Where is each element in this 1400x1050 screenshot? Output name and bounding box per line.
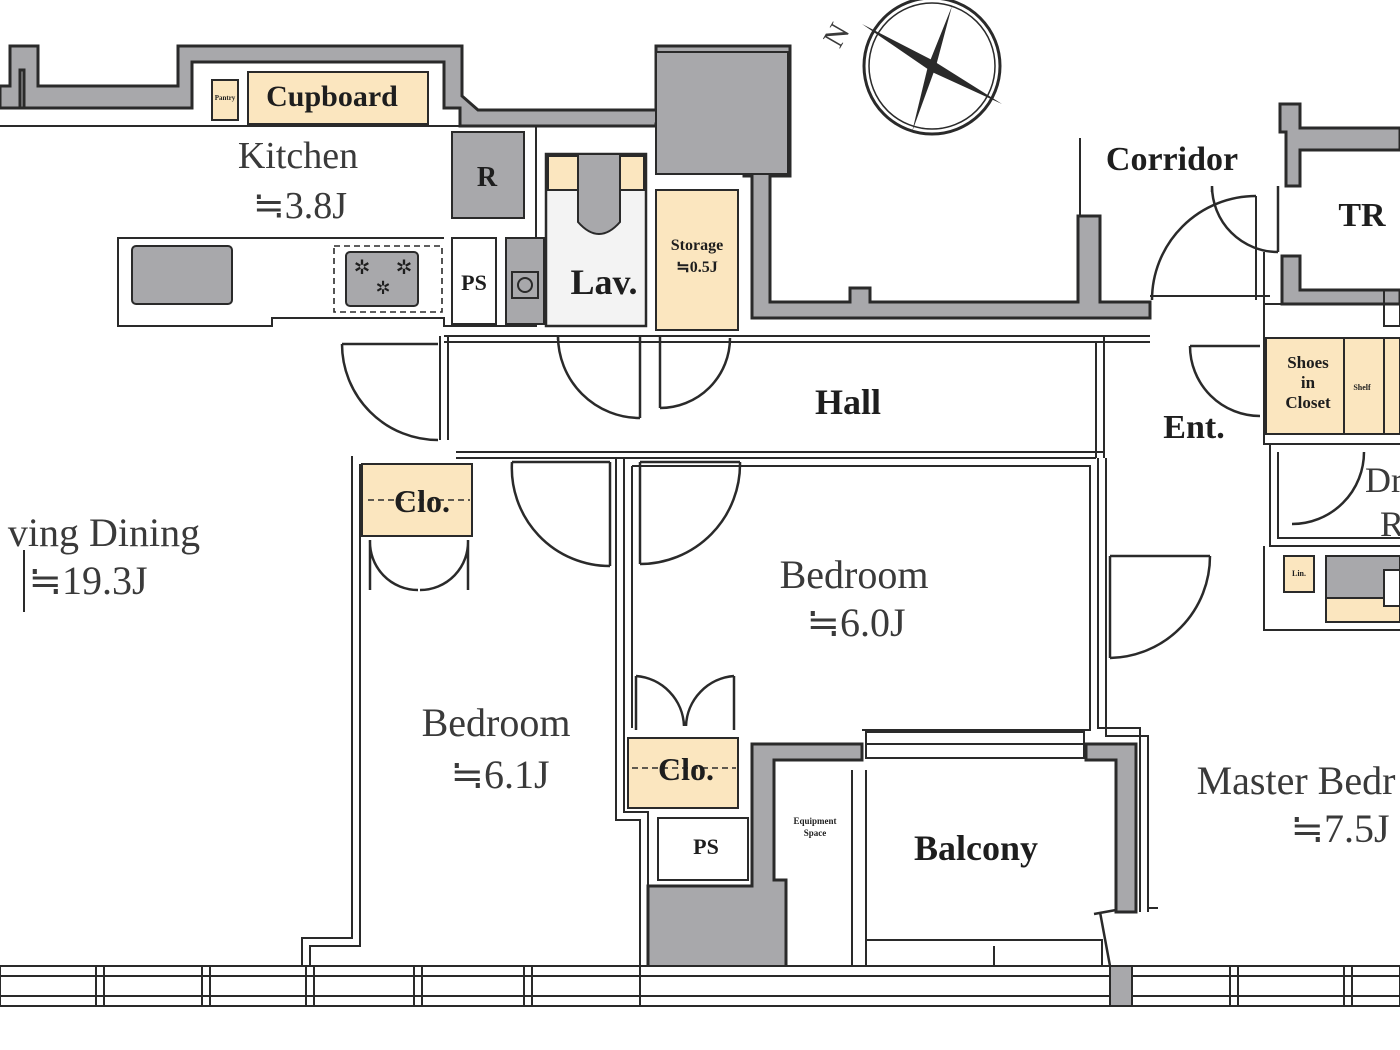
pipe-space-bottom-label: PS [693, 834, 719, 859]
pantry-box [211, 79, 239, 121]
door-icon [1150, 194, 1257, 301]
bedroom-left-name: Bedroom [422, 700, 571, 745]
refrigerator-label: R [477, 162, 498, 193]
hall-label: Hall [815, 382, 881, 422]
compass-north-label: N [817, 18, 856, 53]
equipment-space-label: Space [804, 828, 827, 838]
door-icon [658, 336, 732, 410]
washbasin-icon [577, 153, 621, 235]
hall-doors [340, 335, 742, 568]
kitchen-name: Kitchen [238, 135, 358, 177]
balcony-area: PS Equipment Space Balcony [646, 731, 1138, 1006]
pipe-space-kitchen [451, 237, 497, 325]
closet-center-label: Clo. [658, 751, 714, 787]
door-icon [340, 342, 439, 442]
shoes-closet-label: Shoes [1287, 353, 1329, 372]
dressing-room-label: R [1380, 504, 1400, 544]
lavatory-label: Lav. [570, 262, 637, 302]
shelf-label: Shelf [1353, 383, 1371, 392]
equipment-space-label: Equipment [793, 816, 836, 826]
burner-icon: ✲ [396, 255, 413, 279]
center-bedroom: Clo. Bedroom ≒6.0J [627, 458, 1149, 912]
door-icon [1291, 451, 1366, 526]
pantry-label: Pantry [215, 94, 236, 102]
window-mullions [95, 966, 1353, 1006]
shoes-closet-label: Closet [1285, 393, 1331, 412]
shoes-closet [1265, 337, 1400, 435]
bedroom-left-area: ≒6.1J [450, 752, 549, 797]
door-icon [1108, 554, 1212, 660]
shoes-closet-label: in [1301, 373, 1316, 392]
door-icon [1210, 185, 1280, 254]
entrance-label: Ent. [1163, 409, 1224, 446]
closet-left-label: Clo. [394, 483, 450, 519]
master-bedroom-name: Master Bedr [1197, 758, 1396, 803]
living-dining-area: ≒19.3J [28, 558, 147, 603]
hall-walls: Hall [439, 335, 1150, 459]
living-dining-name: ving Dining [8, 510, 200, 555]
storage-area: ≒0.5J [676, 259, 717, 276]
corridor-label: Corridor [1106, 141, 1238, 178]
double-door-icon [634, 674, 736, 730]
top-exterior-wall [0, 44, 1152, 320]
balcony-label: Balcony [914, 828, 1038, 868]
dressing-room-label: Dre [1365, 460, 1400, 500]
door-icon [1188, 344, 1261, 418]
compass: N [817, 0, 1002, 136]
sink [131, 245, 233, 305]
toilet-room-label: TR [1338, 197, 1386, 234]
storage-box [655, 189, 739, 331]
kitchen-area-text: ≒3.8J [253, 185, 347, 227]
lavatory-area: Lav. Storage ≒0.5J [505, 152, 739, 331]
closet-center [627, 737, 739, 809]
linen-label: Lin. [1292, 569, 1306, 578]
bedroom-center-name: Bedroom [780, 552, 929, 597]
compass-ring [862, 0, 1002, 136]
right-side: Corridor TR Shoes in Closet Shelf Ent. D… [1093, 141, 1400, 967]
double-door-icon [368, 539, 470, 592]
burner-icon: ✲ [375, 278, 390, 299]
door-icon [556, 335, 642, 420]
bottom-exterior-wall [0, 965, 1400, 1007]
stove [345, 251, 419, 307]
door-icon [1093, 908, 1117, 967]
storage-label: Storage [671, 237, 723, 254]
door-icon [638, 460, 742, 566]
pipe-space-bottom [657, 817, 749, 881]
left-bedroom: Clo. Bedroom ≒6.1J [301, 456, 649, 968]
cupboard-box [247, 71, 429, 125]
living-dining: ving Dining ≒19.3J [8, 510, 200, 612]
burner-icon: ✲ [354, 255, 371, 279]
cupboard-label: Cupboard [266, 80, 398, 113]
master-bedroom-area: ≒7.5J [1290, 806, 1389, 851]
door-icon [510, 460, 612, 568]
pipe-space-kitchen-label: PS [461, 270, 487, 295]
bedroom-center-area: ≒6.0J [806, 600, 905, 645]
kitchen-area: Pantry Cupboard R ✲ ✲ ✲ PS Kitchen ≒3.8J [0, 71, 537, 327]
linen-closet [1283, 555, 1315, 593]
